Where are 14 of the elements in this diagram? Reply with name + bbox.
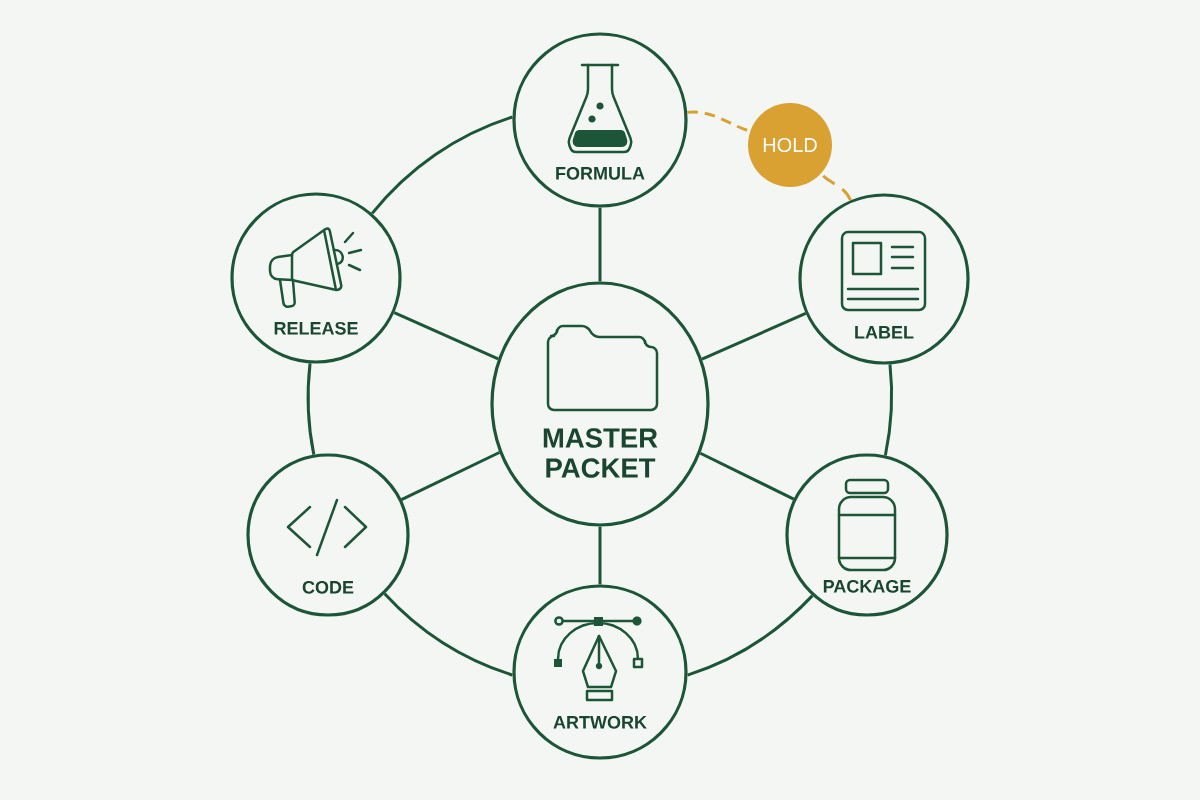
connector-line (371, 115, 513, 215)
connector-line (883, 364, 894, 456)
status-badge: HOLD (748, 103, 832, 187)
connector-line (383, 592, 513, 677)
dashed-connector (687, 110, 748, 132)
connector-line (598, 207, 602, 282)
dashed-connector (822, 174, 852, 201)
connector-line (400, 451, 500, 501)
connector-line (699, 451, 795, 501)
connector-line (598, 526, 602, 585)
connector-line (306, 363, 316, 455)
connector-line (687, 594, 814, 677)
connector-line (701, 312, 807, 361)
connector-line (393, 311, 499, 361)
